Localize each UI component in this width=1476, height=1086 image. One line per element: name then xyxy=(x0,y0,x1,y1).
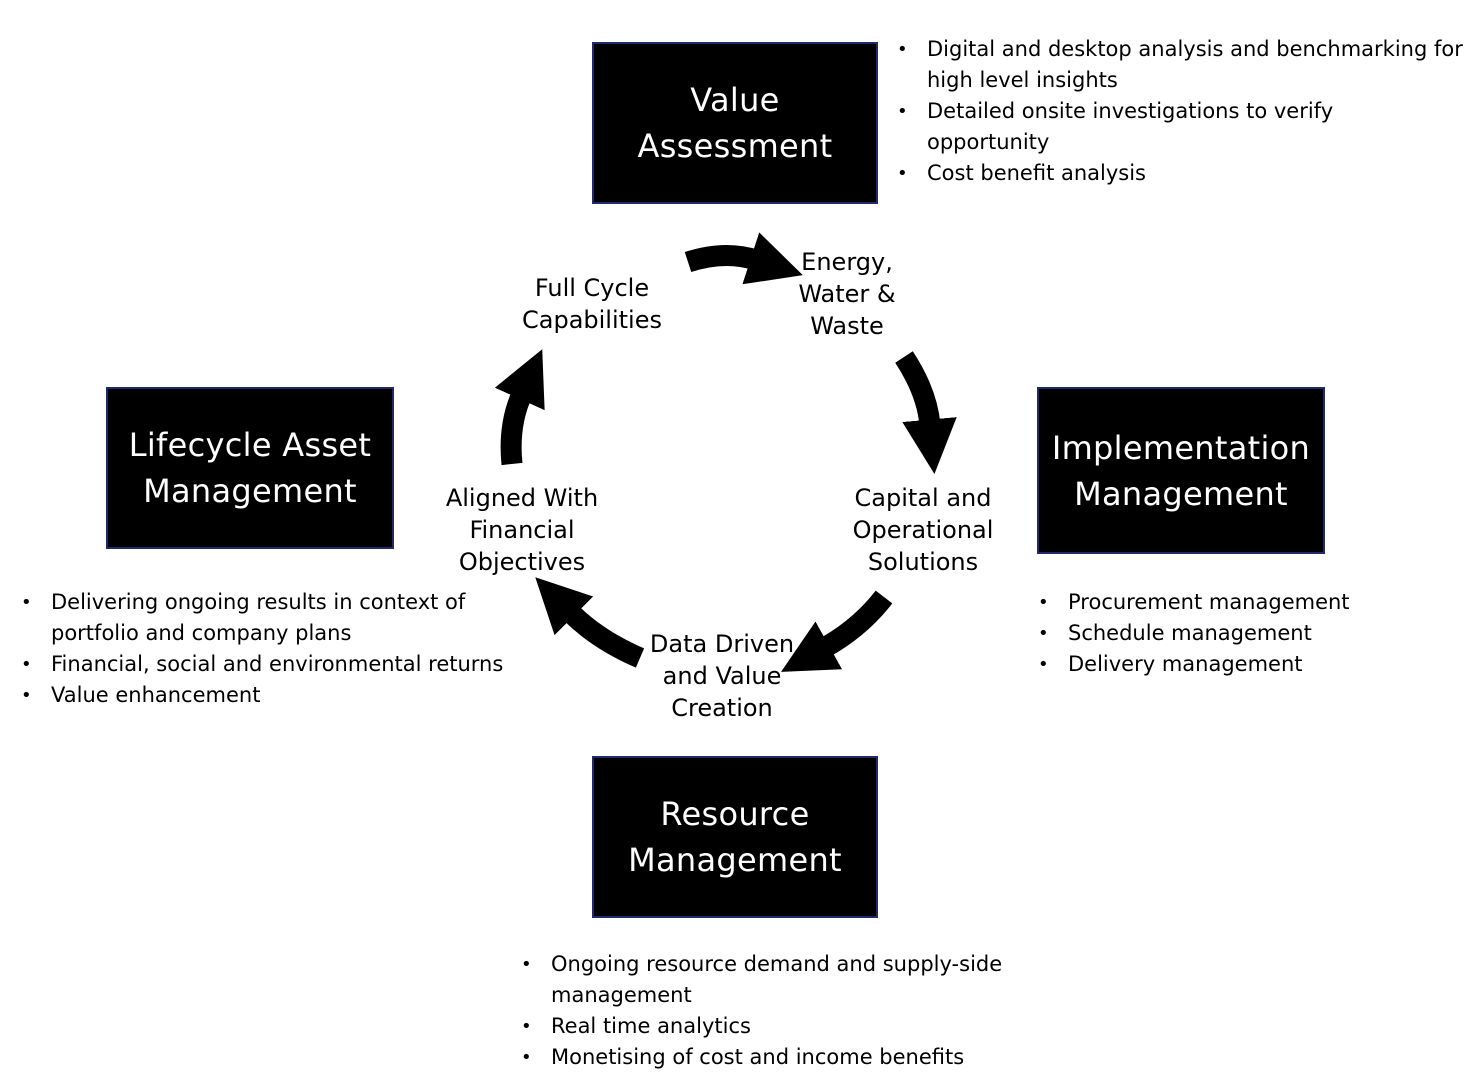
value-assessment-box: Value Assessment xyxy=(592,42,878,204)
arrow-datadriven-to-aligned xyxy=(535,577,645,668)
cycle-label-full-cycle: Full Cycle Capabilities xyxy=(492,272,692,336)
implementation-management-title-line1: Implementation xyxy=(1051,428,1311,467)
list-item: Financial, social and environmental retu… xyxy=(21,649,541,680)
implementation-management-bullets: Procurement management Schedule manageme… xyxy=(1038,587,1458,680)
energy-line1: Energy, xyxy=(801,248,893,276)
arrow-capital-to-datadriven xyxy=(781,590,893,672)
lifecycle-asset-management-bullets: Delivering ongoing results in context of… xyxy=(21,587,541,711)
cycle-label-capital: Capital and Operational Solutions xyxy=(833,482,1013,578)
arrow-aligned-to-fullcycle xyxy=(494,349,545,466)
cycle-label-energy: Energy, Water & Waste xyxy=(767,246,927,342)
list-item: Schedule management xyxy=(1038,618,1458,649)
list-item: Digital and desktop analysis and benchma… xyxy=(897,34,1467,96)
full-cycle-line1: Full Cycle xyxy=(534,274,650,302)
data-driven-line1: Data Driven xyxy=(649,630,795,658)
list-item: Cost benefit analysis xyxy=(897,158,1467,189)
capital-line1: Capital and xyxy=(854,484,992,512)
lifecycle-asset-management-title-line2: Management xyxy=(143,472,357,510)
list-item: Delivery management xyxy=(1038,649,1458,680)
value-assessment-title-line1: Value xyxy=(690,81,780,119)
list-item: Real time analytics xyxy=(521,1011,1031,1042)
energy-line3: Waste xyxy=(810,312,884,340)
resource-management-bullets: Ongoing resource demand and supply-side … xyxy=(521,949,1031,1073)
list-item: Procurement management xyxy=(1038,587,1458,618)
list-item: Detailed onsite investigations to verify… xyxy=(897,96,1347,158)
list-item: Value enhancement xyxy=(21,680,541,711)
data-driven-line2: and Value xyxy=(662,662,782,690)
energy-line2: Water & xyxy=(798,280,896,308)
full-cycle-line2: Capabilities xyxy=(522,306,662,334)
value-assessment-bullets: Digital and desktop analysis and benchma… xyxy=(897,34,1467,189)
aligned-line2: Financial xyxy=(469,516,575,544)
cycle-label-aligned: Aligned With Financial Objectives xyxy=(422,482,622,578)
implementation-management-box: Implementation Management xyxy=(1037,387,1325,554)
list-item: Monetising of cost and income benefits xyxy=(521,1042,1031,1073)
arrow-energy-to-capital xyxy=(895,351,957,474)
aligned-line1: Aligned With xyxy=(445,484,599,512)
resource-management-title-line2: Management xyxy=(628,841,842,879)
list-item: Ongoing resource demand and supply-side … xyxy=(521,949,1011,1011)
lifecycle-asset-management-title-line1: Lifecycle Asset xyxy=(128,426,372,464)
resource-management-title-line1: Resource xyxy=(660,795,810,833)
aligned-line3: Objectives xyxy=(458,548,586,576)
list-item: Delivering ongoing results in context of… xyxy=(21,587,491,649)
resource-management-box: Resource Management xyxy=(592,756,878,918)
capital-line3: Solutions xyxy=(867,548,979,576)
lifecycle-asset-management-box: Lifecycle Asset Management xyxy=(106,387,394,549)
data-driven-line3: Creation xyxy=(671,694,773,722)
cycle-label-data-driven: Data Driven and Value Creation xyxy=(632,628,812,724)
implementation-management-title-line2: Management xyxy=(1074,474,1288,513)
capital-line2: Operational xyxy=(852,516,994,544)
value-assessment-title-line2: Assessment xyxy=(637,127,833,165)
arrow-fullcycle-to-energy xyxy=(684,232,803,285)
